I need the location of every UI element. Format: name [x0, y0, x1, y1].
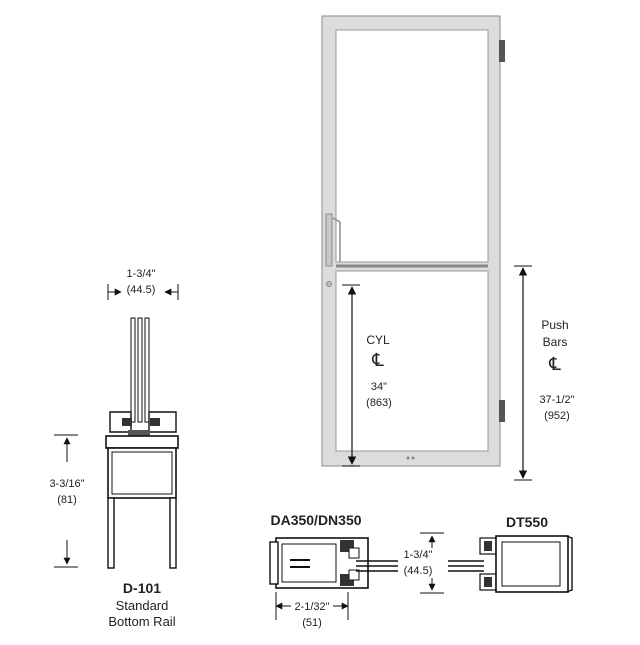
rail-leg — [107, 497, 115, 569]
glass-lite — [144, 317, 150, 423]
setting-block — [128, 430, 150, 436]
push-bars-value: 37-1/2" — [539, 394, 574, 406]
d101-name: D-101 — [123, 580, 161, 596]
rail-cap — [105, 435, 179, 449]
door-lower-glass — [335, 270, 489, 452]
d101-caption-line2: Bottom Rail — [108, 614, 175, 629]
dt550-stile — [495, 535, 569, 593]
rail-tube — [107, 447, 177, 499]
rail-fastener — [406, 456, 410, 460]
push-bars-metric: (952) — [544, 410, 570, 422]
dt550-face — [565, 535, 573, 593]
push-bars-label-line2: Bars — [543, 335, 568, 349]
dt550-depth: 1-3/4" — [404, 549, 433, 561]
dt550-section: 1-3/4" (44.5) DT550 — [404, 514, 573, 594]
dt550-gasket — [484, 577, 492, 587]
push-bars-label-line1: Push — [541, 318, 568, 332]
d101-top-width: 1-3/4" — [127, 268, 156, 280]
push-bars-centerline-symbol: ℄ — [548, 354, 561, 374]
glazing-gasket — [122, 418, 132, 426]
d101-height: 3-3/16" — [49, 478, 84, 490]
lock-cylinder — [326, 281, 332, 287]
da350-name: DA350/DN350 — [270, 512, 361, 528]
cyl-dimension: CYL ℄ 34" (863) — [342, 284, 392, 467]
hinge-icon — [499, 40, 505, 62]
rail-leg — [169, 497, 177, 569]
d101-top-width-metric: (44.5) — [127, 284, 156, 296]
da350-stop — [348, 547, 360, 559]
da350-face — [269, 541, 279, 585]
dt550-name: DT550 — [506, 514, 548, 530]
d101-section: 1-3/4" (44.5) 3-3/16" (81) D-101 Standar — [49, 268, 179, 629]
da350-section: DA350/DN350 2-1/32" (51) — [269, 512, 398, 629]
glazing-gasket — [150, 418, 160, 426]
rail-fastener — [411, 456, 415, 460]
hinge-icon — [499, 400, 505, 422]
da350-stop — [348, 569, 360, 581]
glazing-stop — [148, 411, 177, 433]
pull-handle-icon — [325, 213, 341, 267]
door-upper-glass — [335, 29, 489, 263]
cyl-label: CYL — [366, 333, 390, 347]
d101-caption-line1: Standard — [116, 598, 169, 613]
glass-lite — [137, 317, 143, 423]
d101-height-metric: (81) — [57, 494, 77, 506]
dt550-gasket — [484, 541, 492, 551]
cyl-value: 34" — [371, 381, 387, 393]
cyl-centerline-symbol: ℄ — [371, 350, 384, 370]
cyl-metric: (863) — [366, 397, 392, 409]
glass-lite — [130, 317, 136, 423]
door-elevation — [321, 15, 505, 467]
da350-width: 2-1/32" — [294, 601, 329, 613]
dt550-depth-metric: (44.5) — [404, 565, 433, 577]
da350-stile-inner — [281, 543, 337, 583]
push-bars-dimension: Push Bars ℄ 37-1/2" (952) — [514, 265, 575, 481]
da350-width-metric: (51) — [302, 617, 322, 629]
dt550-stile-inner — [501, 541, 561, 587]
rail-tube-inner — [111, 451, 173, 495]
